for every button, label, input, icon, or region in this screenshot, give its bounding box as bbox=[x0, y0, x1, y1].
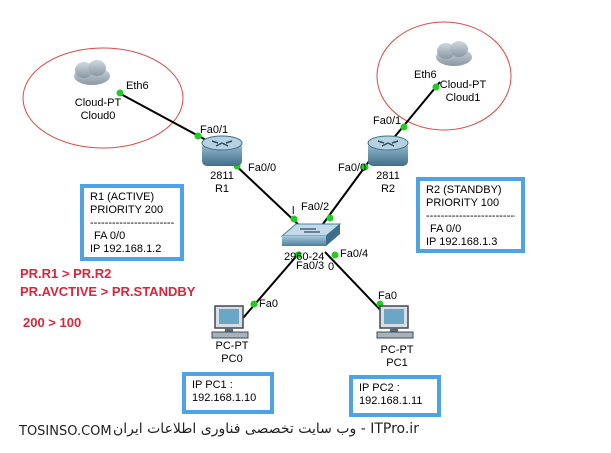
r2-info-title: R2 (STANDBY) bbox=[426, 184, 502, 196]
port-sw-fa02: Fa0/2 bbox=[301, 201, 330, 213]
priority-compare-roles: PR.AVCTIVE > PR.STANDBY bbox=[20, 284, 196, 299]
link-switch-pc1 bbox=[324, 251, 389, 319]
pc0-icon[interactable] bbox=[211, 305, 249, 339]
cloud0-icon[interactable] bbox=[74, 60, 110, 85]
pc2-ip-label: IP PC2 : bbox=[359, 382, 400, 394]
port-r2-fa01: Fa0/1 bbox=[373, 115, 402, 127]
pc2-ip-box: IP PC2 : 192.168.1.11 bbox=[349, 375, 441, 417]
pc1-ip-box: IP PC1 : 192.168.1.10 bbox=[182, 372, 274, 414]
port-cloud0-eth6: Eth6 bbox=[126, 80, 149, 92]
link-cloud1-r2 bbox=[391, 81, 441, 141]
port-sw-extra: 0 bbox=[328, 261, 335, 273]
cloud1-highlight-ellipse bbox=[376, 21, 512, 131]
cloud1-icon[interactable] bbox=[436, 41, 472, 66]
r2-info-box: R2 (STANDBY) PRIORITY 100 --------------… bbox=[416, 177, 525, 253]
router-r2-icon[interactable] bbox=[367, 135, 409, 166]
r1-info-ip: IP 192.168.1.2 bbox=[90, 243, 162, 255]
port-r1-fa01: Fa0/1 bbox=[200, 124, 229, 136]
priority-compare-values: 200 > 100 bbox=[23, 315, 82, 330]
pc1-ip-value: 192.168.1.10 bbox=[192, 392, 257, 404]
link-r1-switch bbox=[229, 159, 303, 229]
link-dots bbox=[116, 83, 440, 308]
router-r1-icon[interactable] bbox=[201, 135, 243, 166]
r2-info-separator: ---------------------------- bbox=[426, 210, 515, 222]
port-sw-fa01: l bbox=[292, 205, 295, 217]
link-cloud0-r1 bbox=[116, 91, 207, 141]
port-sw-fa04: Fa0/4 bbox=[340, 248, 369, 260]
pc1-icon[interactable] bbox=[376, 305, 414, 339]
r2-info-priority: PRIORITY 100 bbox=[426, 197, 500, 209]
r2-info-iface: FA 0/0 bbox=[430, 223, 462, 235]
r1-info-iface: FA 0/0 bbox=[94, 230, 126, 242]
r2-info-ip: IP 192.168.1.3 bbox=[426, 236, 498, 248]
port-r1-fa00: Fa0/0 bbox=[248, 162, 277, 174]
cloud0-highlight-ellipse bbox=[22, 47, 184, 149]
r1-info-title: R1 (ACTIVE) bbox=[90, 191, 155, 203]
footer-site-right: ITPro.ir - وب سایت تخصصی فناوری اطلاعات … bbox=[113, 421, 419, 437]
footer-site-left: TOSINSO.COM bbox=[19, 424, 112, 439]
port-cloud1-eth6: Eth6 bbox=[414, 69, 437, 81]
r1-info-box: R1 (ACTIVE) PRIORITY 200 ---------------… bbox=[80, 184, 184, 261]
port-sw-fa03: Fa0/3 bbox=[296, 260, 325, 272]
port-pc1-fa0: Fa0 bbox=[378, 290, 397, 302]
r1-info-separator: ---------------------------- bbox=[90, 217, 174, 229]
pc1-ip-label: IP PC1 : bbox=[192, 379, 233, 391]
switch-label: 2960-24 bbox=[284, 251, 325, 263]
pc2-ip-value: 192.168.1.11 bbox=[359, 395, 423, 407]
port-r2-fa00: Fa0/0 bbox=[338, 162, 367, 174]
priority-compare-routers: PR.R1 > PR.R2 bbox=[20, 266, 112, 281]
r1-info-priority: PRIORITY 200 bbox=[90, 204, 164, 216]
switch-2960-icon[interactable] bbox=[280, 223, 342, 246]
port-pc0-fa0: Fa0 bbox=[259, 298, 278, 310]
